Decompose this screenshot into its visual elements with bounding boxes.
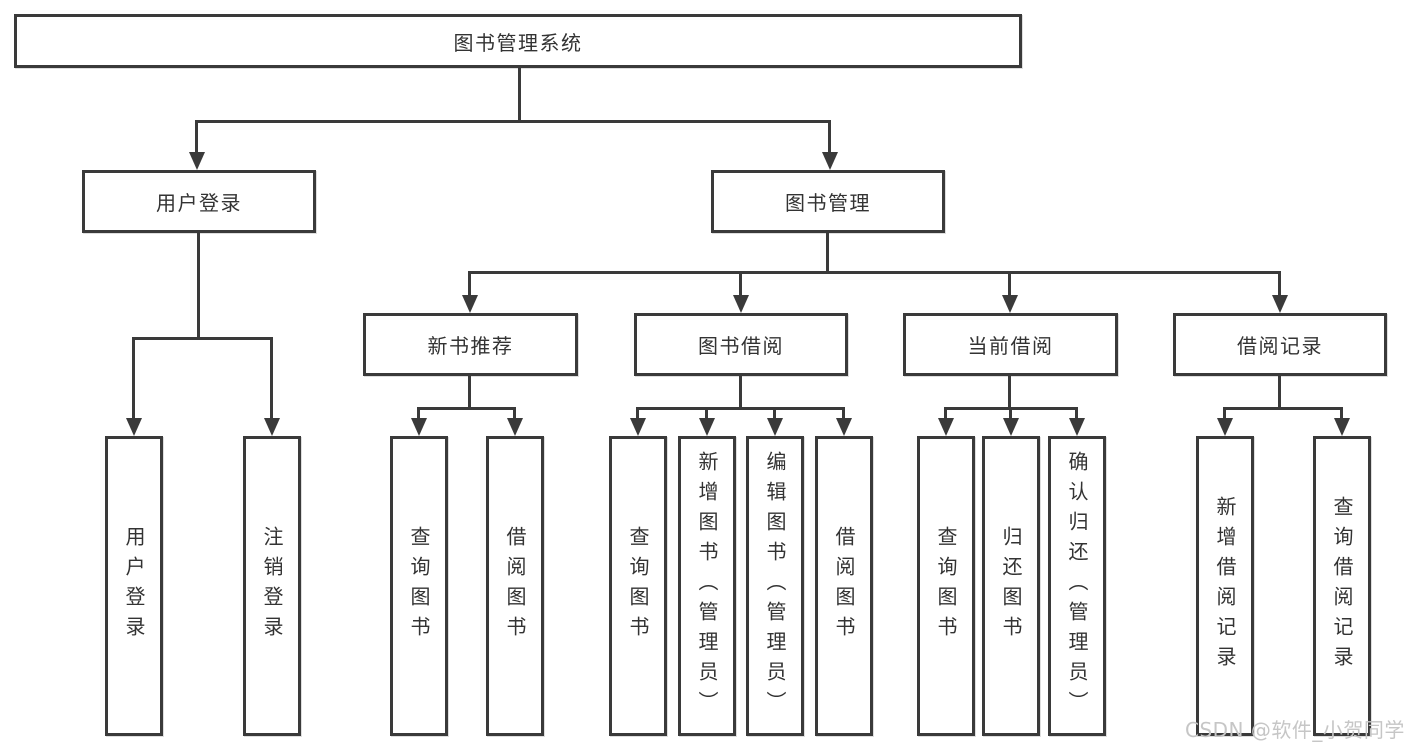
- leaf-label: 注销登录: [260, 526, 284, 646]
- node-label: 用户登录: [156, 191, 242, 215]
- node-book-management: 图书管理: [711, 170, 945, 233]
- leaf-logout-login: 注销登录: [243, 436, 301, 736]
- connector-borrowing-records-stem: [1278, 376, 1281, 410]
- arrow-to-leaf-return-books: [1009, 407, 1012, 418]
- leaf-label: 新增图书（管理员）: [695, 451, 719, 721]
- leaf-label: 查询借阅记录: [1330, 496, 1354, 676]
- connector-user-login-stem: [197, 233, 200, 340]
- connector-root-crossbar: [195, 120, 831, 123]
- leaf-label: 查询图书: [626, 526, 650, 646]
- arrow-to-leaf-query-books-current: [944, 407, 947, 418]
- node-book-borrowing: 图书借阅: [634, 313, 848, 376]
- arrow-to-leaf-borrow-books-recommend: [513, 407, 516, 418]
- arrow-to-new-book-recommend: [468, 271, 471, 295]
- connector-book-borrowing-stem: [739, 376, 742, 410]
- arrow-to-user-login: [195, 120, 198, 152]
- arrow-to-leaf-user-login: [132, 337, 135, 418]
- node-current-borrowing: 当前借阅: [903, 313, 1118, 376]
- arrow-to-leaf-query-books-borrowing: [636, 407, 639, 418]
- node-label: 新书推荐: [427, 334, 514, 358]
- leaf-user-login: 用户登录: [105, 436, 163, 736]
- leaf-borrow-books-recommend: 借阅图书: [486, 436, 544, 736]
- leaf-return-books: 归还图书: [982, 436, 1040, 736]
- leaf-label: 确认归还（管理员）: [1065, 451, 1089, 721]
- leaf-label: 查询图书: [934, 526, 958, 646]
- connector-new-book-stem: [468, 376, 471, 410]
- leaf-query-books-current: 查询图书: [917, 436, 975, 736]
- arrow-to-leaf-add-book-admin: [705, 407, 708, 418]
- arrow-to-current-borrowing: [1008, 271, 1011, 295]
- node-label: 图书管理: [785, 191, 871, 215]
- leaf-edit-book-admin: 编辑图书（管理员）: [746, 436, 804, 736]
- node-new-book-recommend: 新书推荐: [363, 313, 578, 376]
- leaf-query-books-borrowing: 查询图书: [609, 436, 667, 736]
- leaf-label: 编辑图书（管理员）: [763, 451, 787, 721]
- leaf-query-borrow-record: 查询借阅记录: [1313, 436, 1371, 736]
- node-borrowing-records: 借阅记录: [1173, 313, 1387, 376]
- csdn-watermark: CSDN @软件_小贺同学: [1185, 718, 1405, 742]
- leaf-label: 借阅图书: [832, 526, 856, 646]
- arrow-to-leaf-logout: [270, 337, 273, 418]
- leaf-add-borrow-record: 新增借阅记录: [1196, 436, 1254, 736]
- leaf-borrow-books-borrowing: 借阅图书: [815, 436, 873, 736]
- node-user-login: 用户登录: [82, 170, 316, 233]
- arrow-to-leaf-edit-book-admin: [773, 407, 776, 418]
- arrow-to-leaf-borrow-books-borrowing: [842, 407, 845, 418]
- node-label: 图书管理系统: [453, 30, 583, 55]
- leaf-add-book-admin: 新增图书（管理员）: [678, 436, 736, 736]
- connector-book-mgmt-crossbar: [468, 271, 1281, 274]
- node-label: 图书借阅: [698, 334, 784, 358]
- connector-book-mgmt-stem: [826, 233, 829, 274]
- leaf-confirm-return-admin: 确认归还（管理员）: [1048, 436, 1106, 736]
- arrow-to-leaf-query-books-recommend: [417, 407, 420, 418]
- connector-user-login-crossbar: [132, 337, 273, 340]
- connector-new-book-crossbar: [417, 407, 516, 410]
- arrow-to-book-management: [828, 120, 831, 152]
- arrow-to-leaf-confirm-return-admin: [1075, 407, 1078, 418]
- leaf-label: 借阅图书: [503, 526, 527, 646]
- connector-current-borrowing-stem: [1008, 376, 1011, 410]
- arrow-to-borrowing-records: [1278, 271, 1281, 295]
- arrow-to-book-borrowing: [739, 271, 742, 295]
- node-root-library-system: 图书管理系统: [14, 14, 1022, 68]
- connector-borrowing-records-crossbar: [1223, 407, 1343, 410]
- arrow-to-leaf-query-borrow-record: [1340, 407, 1343, 418]
- leaf-query-books-recommend: 查询图书: [390, 436, 448, 736]
- leaf-label: 查询图书: [407, 526, 431, 646]
- connector-book-borrowing-crossbar: [636, 407, 845, 410]
- leaf-label: 用户登录: [122, 526, 146, 646]
- leaf-label: 新增借阅记录: [1213, 496, 1237, 676]
- leaf-label: 归还图书: [999, 526, 1023, 646]
- connector-root-stem: [518, 68, 521, 123]
- arrow-to-leaf-add-borrow-record: [1223, 407, 1226, 418]
- node-label: 当前借阅: [967, 334, 1054, 358]
- node-label: 借阅记录: [1237, 334, 1323, 358]
